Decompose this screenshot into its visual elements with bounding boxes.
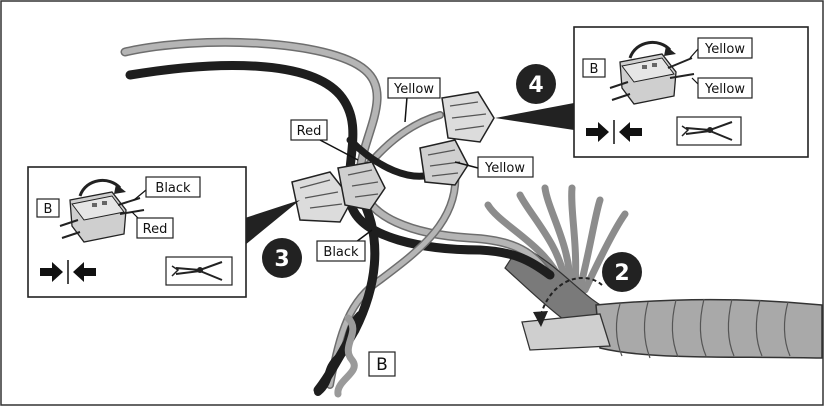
label-black: Black — [316, 229, 373, 262]
press-arrows-icon — [586, 120, 642, 144]
label-red-text: Red — [297, 124, 322, 139]
label-yellow-mid: Yellow — [454, 156, 534, 178]
splice-connector-icon — [291, 161, 386, 223]
inset-right-wire-top: Yellow — [704, 42, 745, 57]
label-red: Red — [290, 119, 359, 161]
step-badge-3: 3 — [262, 238, 302, 278]
inset-right-pointer — [495, 103, 574, 130]
step-badge-4-text: 4 — [528, 73, 543, 98]
connector-icon — [609, 41, 695, 105]
step-badge-3-text: 3 — [274, 247, 289, 272]
harness-tape-icon — [595, 298, 823, 359]
inset-left-pointer — [245, 200, 300, 245]
step-badge-4: 4 — [516, 64, 556, 104]
label-yellow-top-text: Yellow — [393, 82, 434, 97]
label-black-text: Black — [323, 245, 359, 260]
inset-left-b-label: B — [44, 202, 53, 217]
inset-left-wire-top: Black — [155, 181, 191, 196]
twisted-pair — [314, 311, 364, 398]
label-yellow-mid-text: Yellow — [484, 161, 525, 176]
inset-right-b-label: B — [590, 62, 599, 77]
press-arrows-icon — [40, 260, 96, 284]
step-badge-2: 2 — [602, 252, 642, 292]
wire-harness — [484, 184, 823, 359]
pliers-icon — [165, 256, 233, 286]
label-b-bottom: B — [368, 351, 396, 377]
pliers-icon — [676, 116, 742, 146]
label-yellow-top: Yellow — [387, 77, 441, 123]
inset-right-wire-bottom: Yellow — [704, 82, 745, 97]
connector-icon — [59, 179, 145, 243]
inset-left: Black Red B — [27, 166, 247, 298]
step-badge-2-text: 2 — [614, 261, 629, 286]
inset-right: Yellow Yellow B — [573, 26, 809, 158]
inset-left-wire-bottom: Red — [143, 222, 168, 237]
splice-connector-icon — [419, 91, 495, 186]
label-b-bottom-text: B — [376, 355, 388, 375]
